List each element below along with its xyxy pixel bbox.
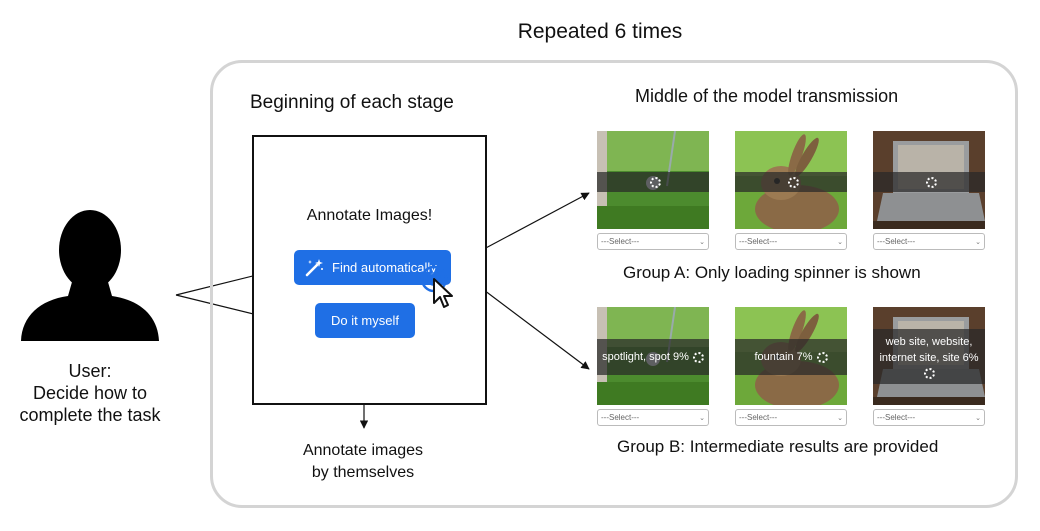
user-label: User: Decide how to complete the task bbox=[0, 360, 180, 426]
loading-band bbox=[597, 172, 709, 192]
prediction-text-line-2: internet site, site 6% bbox=[879, 352, 979, 364]
self-outcome-line-1: Annotate images bbox=[302, 442, 424, 459]
group-a-select-2[interactable]: ---Select--- ⌄ bbox=[735, 233, 847, 250]
stage-title: Beginning of each stage bbox=[250, 92, 454, 113]
group-b-select-1[interactable]: ---Select--- ⌄ bbox=[597, 409, 709, 426]
chevron-down-icon: ⌄ bbox=[699, 238, 705, 246]
dialog-title: Annotate Images! bbox=[306, 207, 433, 224]
select-placeholder: ---Select--- bbox=[877, 413, 916, 422]
loading-spinner-icon bbox=[649, 176, 661, 188]
prediction-text: fountain 7% bbox=[754, 351, 813, 363]
prediction-band: web site, website, internet site, site 6… bbox=[873, 329, 985, 384]
loading-spinner-icon bbox=[925, 176, 937, 188]
group-a-image-laptop bbox=[873, 131, 985, 229]
group-a-caption: Group A: Only loading spinner is shown bbox=[623, 263, 921, 282]
person-silhouette-icon bbox=[21, 210, 159, 341]
loading-spinner-icon bbox=[923, 368, 935, 379]
prediction-text: spotlight, spot 9% bbox=[602, 351, 689, 363]
self-outcome-label: Annotate images by themselves bbox=[278, 440, 448, 484]
middle-title: Middle of the model transmission bbox=[635, 86, 899, 106]
self-outcome-line-2: by themselves bbox=[311, 464, 415, 481]
chevron-down-icon: ⌄ bbox=[975, 238, 981, 246]
chevron-down-icon: ⌄ bbox=[837, 238, 843, 246]
select-placeholder: ---Select--- bbox=[739, 237, 778, 246]
select-placeholder: ---Select--- bbox=[877, 237, 916, 246]
group-b-select-3[interactable]: ---Select--- ⌄ bbox=[873, 409, 985, 426]
stage-panel bbox=[210, 60, 1018, 508]
group-a-image-hare bbox=[735, 131, 847, 229]
chevron-down-icon: ⌄ bbox=[699, 414, 705, 422]
user-label-line-1: User: bbox=[68, 361, 112, 381]
loading-band bbox=[873, 172, 985, 192]
chevron-down-icon: ⌄ bbox=[975, 414, 981, 422]
group-b-image-hare: fountain 7% bbox=[735, 307, 847, 405]
group-b-select-2[interactable]: ---Select--- ⌄ bbox=[735, 409, 847, 426]
group-b-image-laptop: web site, website, internet site, site 6… bbox=[873, 307, 985, 405]
loading-spinner-icon bbox=[787, 176, 799, 188]
magic-wand-icon bbox=[305, 258, 323, 276]
group-a-select-3[interactable]: ---Select--- ⌄ bbox=[873, 233, 985, 250]
loading-spinner-icon bbox=[816, 351, 828, 363]
repeat-heading: Repeated 6 times bbox=[517, 20, 683, 43]
user-label-line-3: complete the task bbox=[19, 405, 161, 425]
select-placeholder: ---Select--- bbox=[739, 413, 778, 422]
annotate-dialog: Annotate Images! Find automatically Do i… bbox=[252, 135, 487, 405]
find-automatically-label: Find automatically bbox=[332, 260, 437, 275]
select-placeholder: ---Select--- bbox=[601, 237, 640, 246]
select-placeholder: ---Select--- bbox=[601, 413, 640, 422]
group-b-image-golf: spotlight, spot 9% bbox=[597, 307, 709, 405]
user-label-line-2: Decide how to bbox=[32, 383, 148, 403]
prediction-band: spotlight, spot 9% bbox=[597, 339, 709, 375]
chevron-down-icon: ⌄ bbox=[837, 414, 843, 422]
loading-band bbox=[735, 172, 847, 192]
prediction-band: fountain 7% bbox=[735, 339, 847, 375]
group-a-image-golf bbox=[597, 131, 709, 229]
find-automatically-button[interactable]: Find automatically bbox=[294, 250, 451, 285]
group-a-select-1[interactable]: ---Select--- ⌄ bbox=[597, 233, 709, 250]
do-it-myself-button[interactable]: Do it myself bbox=[315, 303, 415, 338]
loading-spinner-icon bbox=[692, 351, 704, 363]
prediction-text-line-1: web site, website, bbox=[885, 336, 973, 348]
click-cursor-icon bbox=[420, 265, 453, 308]
group-b-caption: Group B: Intermediate results are provid… bbox=[617, 437, 939, 456]
